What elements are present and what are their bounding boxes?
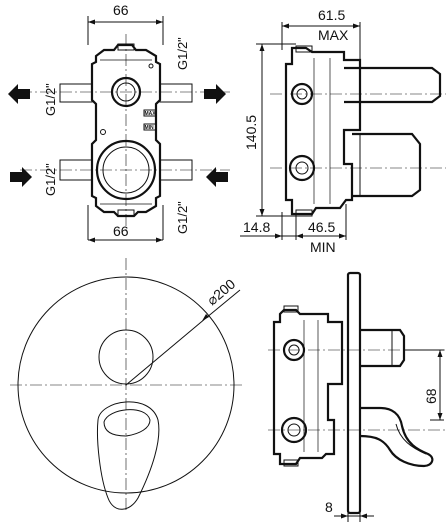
body-max-mark: MAX [145, 111, 157, 117]
body-min-mark: MIN [145, 125, 155, 131]
arrow-right-icon [204, 84, 226, 104]
lever-offset-dimension: 68 [423, 388, 439, 404]
plate-thickness-dimension: 8 [325, 499, 333, 515]
body-front-view: 66 MAX MIN 66 [8, 2, 230, 243]
assembly-side-view: 68 8 [268, 271, 446, 522]
arrow-left-icon [206, 167, 228, 187]
thread-label-right-bottom: G1/2" [175, 201, 190, 234]
thread-label-left-bottom: G1/2" [43, 163, 58, 196]
width-dimension-top: 66 [113, 2, 129, 18]
width-dimension-bottom: 66 [113, 223, 129, 239]
max-depth-dimension: 61.5 [318, 7, 345, 23]
diameter-dimension: ⌀200 [204, 275, 239, 308]
arrow-right-icon [10, 167, 32, 187]
min-label: MIN [310, 239, 336, 255]
body-side-view: 61.5 MAX 140.5 14.8 [240, 7, 446, 255]
offset-dimension: 14.8 [243, 219, 270, 235]
min-depth-dimension: 46.5 [308, 219, 335, 235]
thread-label-right-top: G1/2" [175, 37, 190, 70]
thread-label-left-top: G1/2" [43, 83, 58, 116]
height-dimension: 140.5 [243, 115, 259, 150]
max-label: MAX [318, 27, 349, 43]
arrow-left-icon [8, 84, 30, 104]
plate-front-view: ⌀200 [10, 258, 244, 512]
